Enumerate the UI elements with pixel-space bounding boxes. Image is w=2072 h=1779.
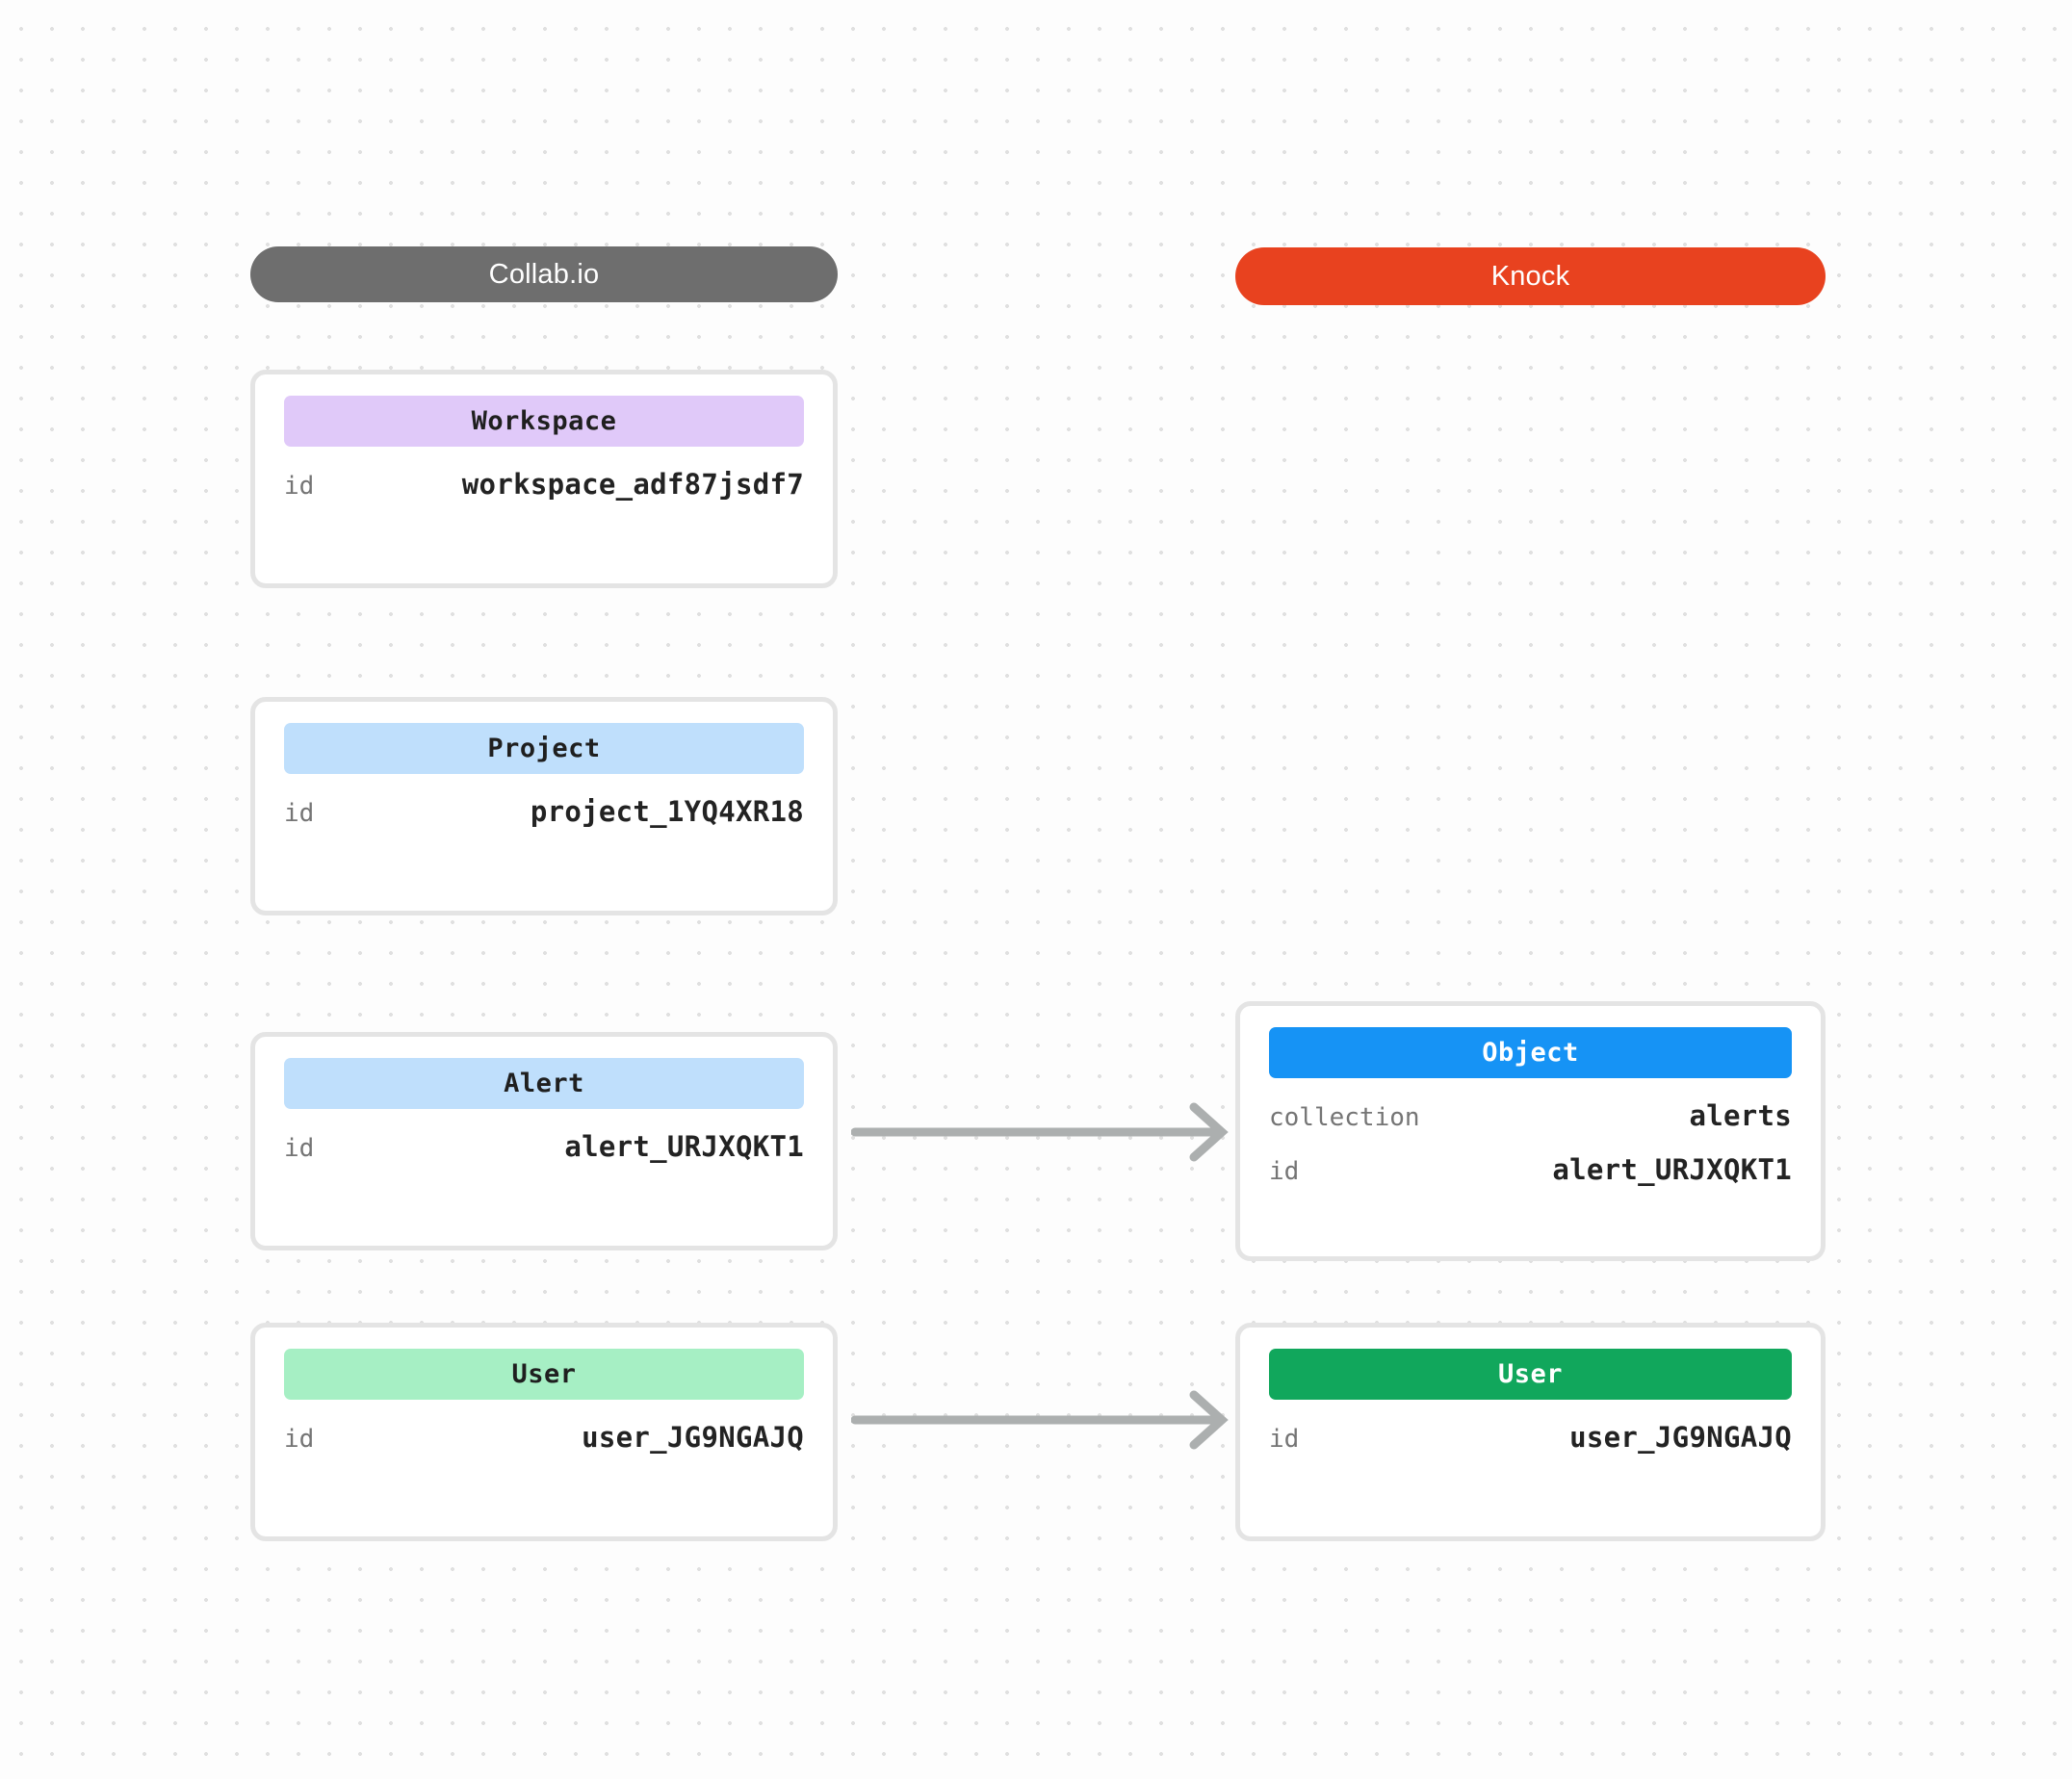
entity-card-user-target[interactable]: User id user_JG9NGAJQ (1235, 1323, 1826, 1541)
entity-card-workspace[interactable]: Workspace id workspace_adf87jsdf7 (250, 370, 838, 588)
entity-card-project[interactable]: Project id project_1YQ4XR18 (250, 697, 838, 915)
field-key: id (1269, 1425, 1300, 1454)
field-key: id (1269, 1157, 1300, 1186)
entity-card-fields: id workspace_adf87jsdf7 (284, 468, 804, 522)
field-value: user_JG9NGAJQ (582, 1421, 804, 1454)
field-key: id (284, 1134, 315, 1163)
field-value: user_JG9NGAJQ (1569, 1421, 1792, 1454)
arrow-shaft-and-head (851, 1390, 1229, 1450)
field-key: id (284, 799, 315, 828)
entity-card-fields: id project_1YQ4XR18 (284, 795, 804, 849)
entity-card-fields: id alert_URJXQKT1 (284, 1130, 804, 1184)
arrow-right-icon-user-to-user (851, 1390, 1229, 1450)
arrow-right-icon-alert-to-object (851, 1102, 1229, 1162)
field-row: id alert_URJXQKT1 (284, 1130, 804, 1184)
entity-card-fields: collection alerts id alert_URJXQKT1 (1269, 1099, 1792, 1207)
field-row: id alert_URJXQKT1 (1269, 1153, 1792, 1207)
entity-card-alert[interactable]: Alert id alert_URJXQKT1 (250, 1032, 838, 1250)
system-pill-label: Knock (1490, 260, 1570, 292)
field-row: id user_JG9NGAJQ (1269, 1421, 1792, 1475)
field-key: collection (1269, 1103, 1420, 1132)
system-pill-label: Collab.io (488, 258, 600, 290)
entity-card-user-source[interactable]: User id user_JG9NGAJQ (250, 1323, 838, 1541)
field-value: project_1YQ4XR18 (530, 795, 804, 828)
entity-card-header-chip: User (284, 1349, 804, 1400)
field-row: id workspace_adf87jsdf7 (284, 468, 804, 522)
entity-card-header-chip: Object (1269, 1027, 1792, 1078)
entity-card-header-chip: User (1269, 1349, 1792, 1400)
field-key: id (284, 1425, 315, 1454)
field-value: alerts (1689, 1099, 1792, 1132)
field-row: collection alerts (1269, 1099, 1792, 1153)
field-value: alert_URJXQKT1 (1552, 1153, 1792, 1186)
system-pill-knock[interactable]: Knock (1235, 247, 1826, 305)
entity-card-header-chip: Project (284, 723, 804, 774)
entity-card-object[interactable]: Object collection alerts id alert_URJXQK… (1235, 1001, 1826, 1261)
arrow-head (1189, 1390, 1229, 1450)
system-pill-collab-io[interactable]: Collab.io (250, 246, 838, 302)
entity-card-fields: id user_JG9NGAJQ (1269, 1421, 1792, 1475)
entity-card-fields: id user_JG9NGAJQ (284, 1421, 804, 1475)
arrow-shaft-and-head (851, 1102, 1229, 1162)
entity-card-header-chip: Workspace (284, 396, 804, 447)
field-value: alert_URJXQKT1 (564, 1130, 804, 1163)
field-row: id project_1YQ4XR18 (284, 795, 804, 849)
field-value: workspace_adf87jsdf7 (461, 468, 804, 501)
arrow-head (1189, 1102, 1229, 1162)
field-key: id (284, 472, 315, 501)
entity-card-header-chip: Alert (284, 1058, 804, 1109)
field-row: id user_JG9NGAJQ (284, 1421, 804, 1475)
